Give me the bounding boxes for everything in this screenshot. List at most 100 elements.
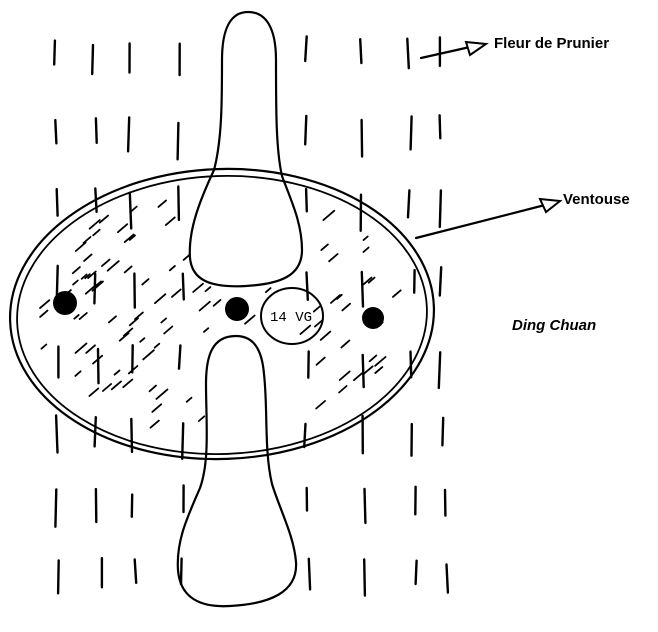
- shading-dash: [90, 220, 100, 229]
- shading-dash: [93, 230, 100, 236]
- shading-dash: [166, 217, 175, 225]
- shading-dash: [86, 345, 95, 353]
- ding-chuan-label: Ding Chuan: [512, 317, 596, 334]
- vertical-stroke: [305, 116, 306, 144]
- vertical-stroke: [128, 117, 129, 151]
- point-right: [362, 307, 384, 329]
- shading-dash: [89, 388, 98, 396]
- shading-dash: [204, 328, 208, 332]
- point-14vg-label: 14 VG: [270, 310, 312, 326]
- vertical-stroke: [179, 345, 180, 368]
- shading-dash: [199, 416, 204, 421]
- shading-dash: [156, 389, 167, 399]
- shading-dash: [123, 380, 132, 388]
- vertical-stroke: [364, 559, 365, 595]
- shading-dash: [314, 307, 320, 312]
- vertical-stroke: [440, 191, 441, 227]
- vertical-stroke: [363, 355, 364, 387]
- vertical-stroke: [307, 272, 308, 299]
- vertical-stroke: [57, 189, 58, 216]
- shading-dash: [152, 404, 161, 412]
- shading-dash: [340, 371, 350, 380]
- shading-dash: [115, 371, 120, 375]
- vertical-stroke: [304, 424, 305, 447]
- shading-dash: [103, 384, 111, 391]
- vertical-stroke: [178, 187, 179, 220]
- shading-dash: [40, 300, 49, 308]
- shading-dash: [375, 367, 382, 373]
- vertical-stroke: [442, 418, 443, 446]
- vertical-stroke: [360, 39, 361, 63]
- vertical-stroke: [362, 120, 363, 157]
- shading-dash: [164, 327, 172, 334]
- shading-dash: [120, 333, 129, 341]
- vertical-stroke: [439, 352, 440, 388]
- fleur-de-prunier-label: Fleur de Prunier: [494, 35, 609, 52]
- ventouse-arrow: [416, 199, 560, 238]
- vertical-stroke: [183, 274, 184, 300]
- shading-dash: [84, 237, 91, 243]
- upper-vertebra-shape: [190, 12, 302, 286]
- vertical-stroke: [56, 416, 57, 453]
- shading-dash: [151, 421, 159, 428]
- shading-dash: [75, 371, 80, 376]
- point-center: [225, 297, 249, 321]
- shading-dash: [41, 345, 46, 349]
- shading-dash: [140, 338, 144, 342]
- vertical-stroke: [407, 39, 409, 68]
- shading-dash: [100, 216, 108, 223]
- shading-dash: [73, 281, 78, 285]
- shading-dash: [73, 267, 80, 273]
- shading-dash: [323, 211, 334, 220]
- shading-dash: [206, 287, 211, 291]
- fleur-de-prunier-strokes: [54, 36, 448, 595]
- shading-dash: [40, 311, 47, 317]
- shading-dash: [339, 386, 347, 393]
- shading-dash: [76, 343, 87, 353]
- shading-dash: [364, 237, 368, 241]
- lower-vertebra-shape: [178, 336, 296, 606]
- vertical-stroke: [178, 123, 179, 159]
- vertical-stroke: [55, 120, 56, 143]
- shading-dash: [161, 318, 166, 322]
- point-14vg: 14 VG: [261, 288, 323, 344]
- vertical-stroke: [362, 272, 363, 307]
- vertical-stroke: [57, 266, 58, 296]
- shading-dash: [112, 381, 121, 389]
- vertical-stroke: [182, 423, 183, 459]
- shading-dash: [300, 326, 310, 335]
- shading-dash: [321, 332, 331, 340]
- shading-dash: [102, 260, 110, 267]
- vertical-stroke: [408, 190, 409, 217]
- shading-dash: [150, 386, 157, 392]
- shading-dash: [245, 316, 255, 324]
- shading-dash: [317, 358, 325, 365]
- shading-dash: [316, 401, 325, 409]
- shading-dash: [329, 254, 338, 261]
- shading-dash: [354, 373, 362, 380]
- vertical-stroke: [440, 115, 441, 138]
- shading-dash: [342, 304, 350, 311]
- ventouse-label: Ventouse: [563, 191, 630, 208]
- vertical-stroke: [440, 267, 441, 295]
- shading-dash: [135, 312, 143, 319]
- shading-dash: [109, 316, 116, 322]
- shading-dash: [125, 266, 132, 272]
- shading-dash: [170, 266, 175, 270]
- vertical-stroke: [416, 561, 417, 584]
- shading-dash: [130, 318, 138, 325]
- vertical-stroke: [96, 118, 97, 143]
- shading-dash: [331, 295, 340, 303]
- cup-inner-shading: [40, 200, 401, 427]
- vertical-stroke: [98, 349, 99, 383]
- vertical-stroke: [306, 189, 307, 211]
- vertical-stroke: [92, 45, 93, 74]
- shading-dash: [370, 356, 377, 362]
- shading-dash: [172, 289, 181, 297]
- shading-dash: [375, 357, 385, 366]
- shading-dash: [108, 261, 119, 271]
- vertical-stroke: [135, 559, 137, 582]
- shading-dash: [364, 366, 373, 374]
- shading-dash: [118, 224, 127, 232]
